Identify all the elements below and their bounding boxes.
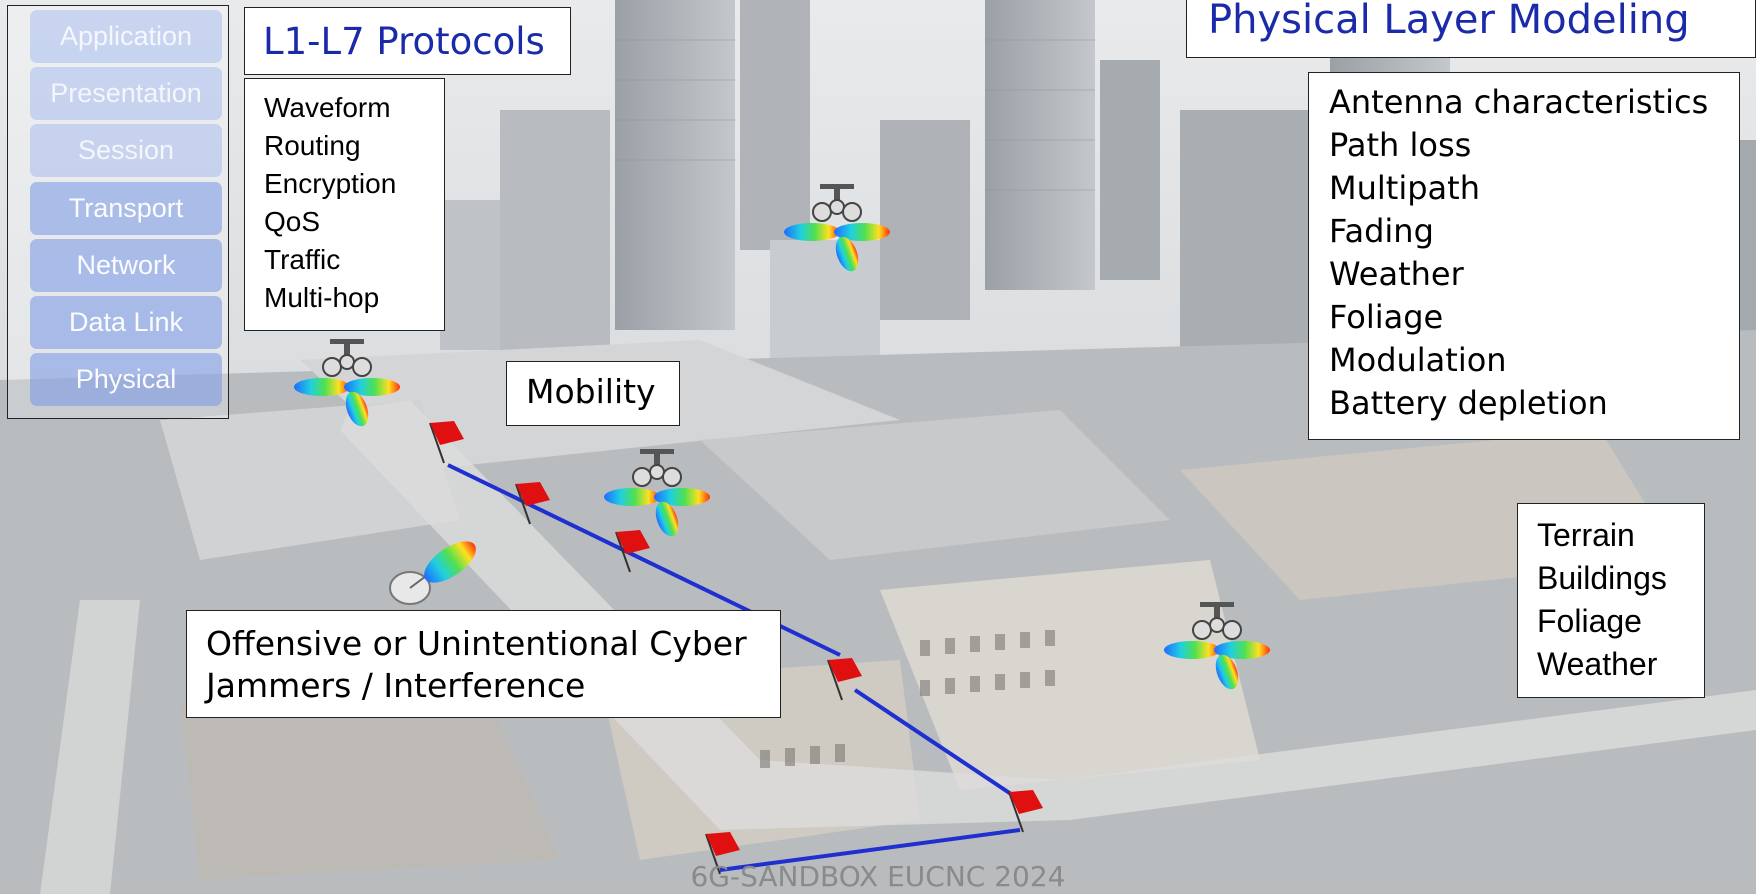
- mobility-label: Mobility: [526, 372, 656, 411]
- protocols-title-box: L1-L7 Protocols: [244, 7, 571, 75]
- physical-item: Fading: [1329, 212, 1434, 250]
- environment-item: Terrain: [1537, 517, 1635, 553]
- footer-caption: 6G-SANDBOX EUCNC 2024: [690, 860, 1066, 893]
- protocol-item: QoS: [264, 206, 321, 237]
- protocols-title: L1-L7 Protocols: [263, 20, 545, 63]
- physical-item: Path loss: [1329, 126, 1472, 164]
- physical-item: Antenna characteristics: [1329, 83, 1709, 121]
- protocols-list-box: Waveform Routing Encryption QoS Traffic …: [244, 78, 445, 331]
- drone-icon: [1164, 602, 1270, 690]
- mobility-box: Mobility: [506, 361, 680, 426]
- osi-layer-physical: Physical: [30, 353, 222, 406]
- flag-icon: [429, 421, 464, 464]
- jammer-dish-icon: [389, 541, 476, 605]
- jammer-box: Offensive or Unintentional Cyber Jammers…: [186, 610, 781, 718]
- protocol-item: Waveform: [264, 92, 391, 123]
- drone-icon: [294, 339, 400, 427]
- environment-item: Weather: [1537, 646, 1658, 682]
- flag-icon: [827, 658, 862, 701]
- osi-layer-session: Session: [30, 124, 222, 177]
- flag-icon: [515, 482, 550, 525]
- protocol-item: Traffic: [264, 244, 341, 275]
- flag-icon: [615, 530, 650, 573]
- flag-icon: [705, 832, 740, 875]
- osi-stack: Application Presentation Session Transpo…: [7, 5, 229, 419]
- flag-icon: [1008, 790, 1043, 833]
- environment-box: Terrain Buildings Foliage Weather: [1517, 503, 1705, 698]
- osi-layer-transport: Transport: [30, 182, 222, 235]
- physical-layer-title: Physical Layer Modeling: [1208, 0, 1690, 43]
- drone-icon: [604, 449, 710, 537]
- jammer-line-2: Jammers / Interference: [206, 666, 586, 705]
- drone-icon: [784, 184, 890, 272]
- environment-item: Foliage: [1537, 603, 1642, 639]
- physical-item: Multipath: [1329, 169, 1480, 207]
- environment-list: Terrain Buildings Foliage Weather: [1537, 514, 1667, 686]
- osi-layer-presentation: Presentation: [30, 67, 222, 120]
- osi-layer-data-link: Data Link: [30, 296, 222, 349]
- physical-layer-list: Antenna characteristics Path loss Multip…: [1329, 81, 1708, 425]
- physical-item: Foliage: [1329, 298, 1444, 336]
- physical-layer-list-box: Antenna characteristics Path loss Multip…: [1308, 72, 1740, 440]
- physical-item: Battery depletion: [1329, 384, 1608, 422]
- osi-layer-network: Network: [30, 239, 222, 292]
- protocols-list: Waveform Routing Encryption QoS Traffic …: [264, 89, 396, 317]
- physical-item: Modulation: [1329, 341, 1507, 379]
- protocol-item: Encryption: [264, 168, 397, 199]
- jammer-line-1: Offensive or Unintentional Cyber: [206, 624, 747, 663]
- osi-layer-application: Application: [30, 10, 222, 63]
- protocol-item: Routing: [264, 130, 361, 161]
- environment-item: Buildings: [1537, 560, 1667, 596]
- physical-layer-title-box: Physical Layer Modeling: [1186, 0, 1756, 58]
- physical-item: Weather: [1329, 255, 1464, 293]
- protocol-item: Multi-hop: [264, 282, 380, 313]
